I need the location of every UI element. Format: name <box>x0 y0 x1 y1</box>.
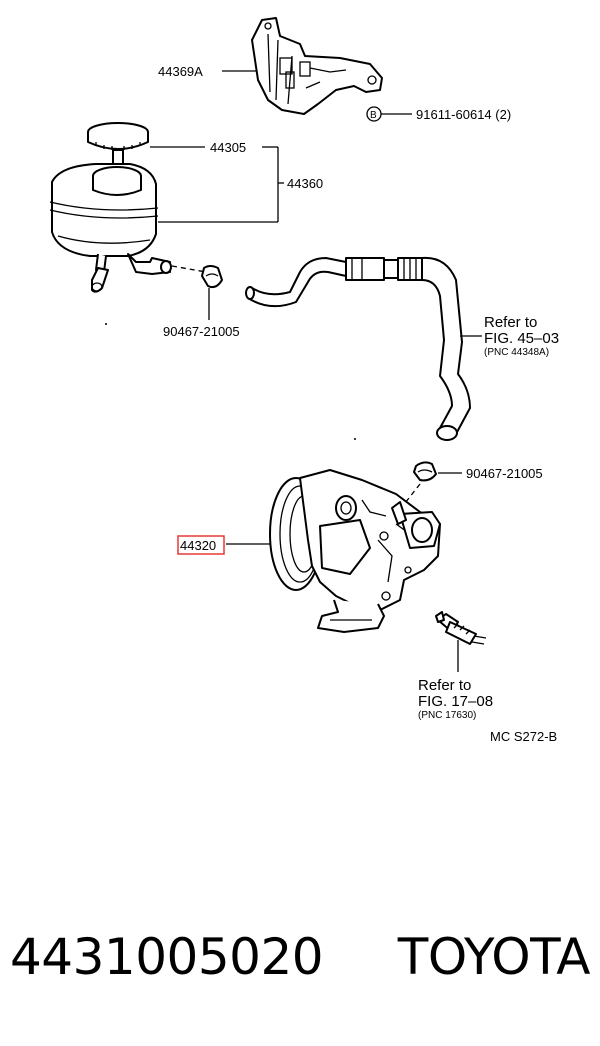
label-clip-right: 90467-21005 <box>466 466 543 481</box>
clip-right-drawing <box>413 461 437 482</box>
clip-top-drawing <box>201 265 223 289</box>
reservoir-drawing <box>49 163 172 293</box>
label-pump: 44320 <box>180 538 216 553</box>
pump-label-highlight <box>177 535 225 555</box>
return-hose-drawing <box>245 256 471 441</box>
dash-clip-top <box>171 265 207 273</box>
label-bolt: 91611-60614 (2) <box>416 107 511 122</box>
label-bracket: 44369A <box>158 64 203 79</box>
label-hose-ref-pnc: (PNC 44348A) <box>484 347 549 358</box>
speck-a <box>105 323 107 325</box>
footer-brand: TOYOTA <box>397 928 591 986</box>
label-clip-top: 90467-21005 <box>163 324 240 339</box>
label-bolt-symbol: B <box>370 110 377 121</box>
speck-b <box>354 438 356 440</box>
label-cap: 44305 <box>210 140 246 155</box>
label-sensor-ref-2: FIG. 17–08 <box>418 693 493 710</box>
reservoir-cap-drawing <box>87 122 149 165</box>
label-hose-ref-1: Refer to <box>484 314 537 331</box>
bracket-drawing <box>251 17 383 115</box>
label-sensor-ref-pnc: (PNC 17630) <box>418 710 476 721</box>
label-sensor-ref-1: Refer to <box>418 677 471 694</box>
pump-drawing <box>269 469 441 633</box>
footer-caption: 4431005020 TOYOTA <box>10 928 591 986</box>
pressure-sensor-drawing <box>435 611 487 645</box>
label-diagram-code: MC S272-B <box>490 729 557 744</box>
label-reservoir: 44360 <box>287 176 323 191</box>
footer-part-number: 4431005020 <box>10 928 324 986</box>
label-hose-ref-2: FIG. 45–03 <box>484 330 559 347</box>
